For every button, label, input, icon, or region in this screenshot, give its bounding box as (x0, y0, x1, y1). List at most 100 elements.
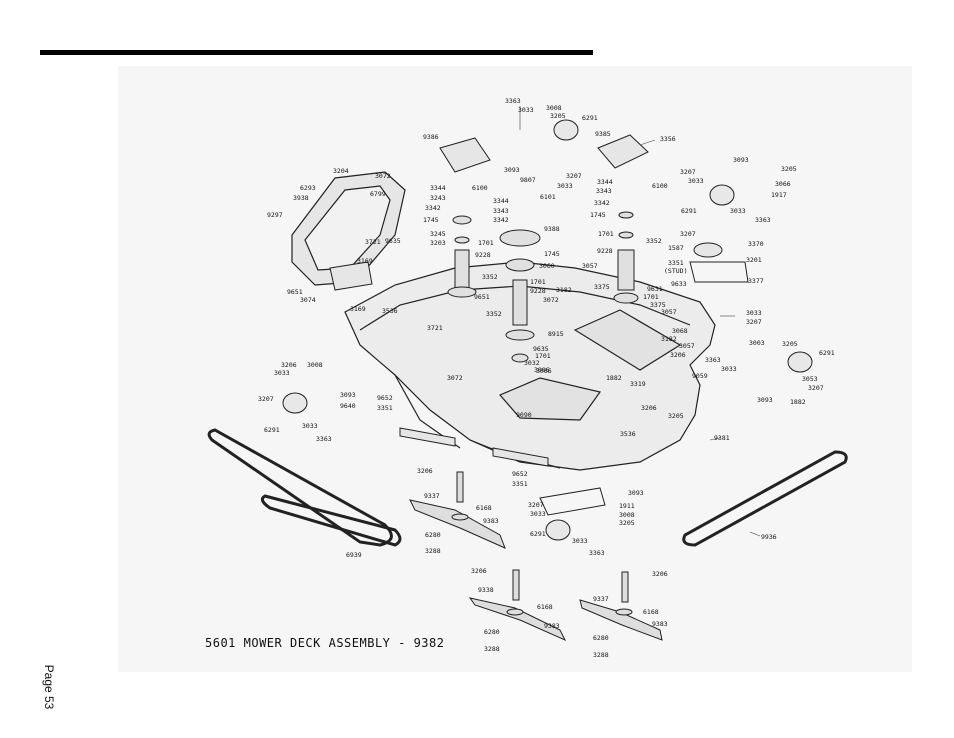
part-label: 1701 (598, 230, 614, 238)
part-label: 3245 (430, 230, 446, 238)
part-label: 3033 (274, 369, 290, 377)
part-label: 3074 (300, 296, 316, 304)
part-label: 3008 (546, 104, 562, 112)
part-label: 3207 (808, 384, 824, 392)
part-label: 1882 (606, 374, 622, 382)
part-label: 1745 (423, 216, 439, 224)
idler-pulley (689, 242, 749, 283)
gauge-wheels (282, 119, 813, 541)
part-label: 9228 (597, 247, 613, 255)
part-label: 3033 (302, 422, 318, 430)
part-label: 6291 (681, 207, 697, 215)
part-label: 3093 (628, 489, 644, 497)
part-label: 9635 (385, 237, 401, 245)
part-label: 6100 (652, 182, 668, 190)
part-label: 6293 (300, 184, 316, 192)
part-label: 1745 (590, 211, 606, 219)
part-label: 6939 (346, 551, 362, 559)
part-label: 3343 (493, 207, 509, 215)
part-label: 3008 (619, 511, 635, 519)
part-label: 3352 (646, 237, 662, 245)
part-label: 3057 (679, 342, 695, 350)
part-label: 3033 (518, 106, 534, 114)
part-label: 8915 (548, 330, 564, 338)
part-label: 3206 (670, 351, 686, 359)
part-label: 6168 (476, 504, 492, 512)
part-label: 6291 (530, 530, 546, 538)
part-label: 3006 (534, 366, 550, 374)
part-label: 3093 (504, 166, 520, 174)
discharge-chute (291, 171, 406, 286)
spindle-left (447, 215, 477, 298)
part-label: 6100 (472, 184, 488, 192)
part-label: 3207 (680, 230, 696, 238)
part-label: 6168 (643, 608, 659, 616)
spindle-covers (439, 134, 649, 173)
part-label: 3066 (536, 367, 552, 375)
part-label: 9228 (475, 251, 491, 259)
part-label: 9631 (647, 285, 663, 293)
part-label: 6291 (582, 114, 598, 122)
part-label: 3352 (486, 310, 502, 318)
part-label: 3375 (594, 283, 610, 291)
part-label: 3203 (430, 239, 446, 247)
part-label: 3344 (493, 197, 509, 205)
part-label: 3206 (471, 567, 487, 575)
part-label: 6291 (819, 349, 835, 357)
part-label: 1587 (668, 244, 684, 252)
part-label: 3352 (482, 273, 498, 281)
part-label: 9640 (340, 402, 356, 410)
part-label: 3288 (425, 547, 441, 555)
part-label: 3032 (524, 359, 540, 367)
part-label: 9386 (423, 133, 439, 141)
part-label: 9936 (761, 533, 777, 541)
spindle-right (613, 211, 639, 304)
part-label: 3169 (350, 305, 366, 313)
part-label: 3206 (417, 467, 433, 475)
part-label: 9633 (671, 280, 687, 288)
leader-lines (519, 106, 761, 537)
drive-belts (207, 428, 848, 547)
part-label: 9383 (652, 620, 668, 628)
part-label: 3068 (672, 327, 688, 335)
part-label: 3201 (746, 256, 762, 264)
part-label: 6101 (540, 193, 556, 201)
part-label: 3008 (307, 361, 323, 369)
part-label: 3536 (620, 430, 636, 438)
part-label: 3363 (755, 216, 771, 224)
part-label: 3207 (746, 318, 762, 326)
part-label: 3033 (530, 510, 546, 518)
part-label: 1745 (544, 250, 560, 258)
page-number: Page 53 (34, 664, 64, 710)
part-label: 3536 (382, 307, 398, 315)
part-label: 6291 (264, 426, 280, 434)
part-label: 3072 (375, 172, 391, 180)
header-rule (40, 50, 593, 55)
part-label: 3207 (566, 172, 582, 180)
part-label: 3356 (660, 135, 676, 143)
part-label: 9651 (287, 288, 303, 296)
part-label: 9807 (520, 176, 536, 184)
part-label: 9635 (533, 345, 549, 353)
deck-brackets (329, 261, 606, 516)
part-label: 3288 (484, 645, 500, 653)
part-label: 1917 (771, 191, 787, 199)
part-label: 3033 (730, 207, 746, 215)
part-label: 3721 (427, 324, 443, 332)
part-label: 3066 (775, 180, 791, 188)
part-label: 3093 (340, 391, 356, 399)
part-label: 9297 (267, 211, 283, 219)
part-label: (STUD) (664, 267, 687, 275)
part-label: 9337 (424, 492, 440, 500)
part-label: 3377 (748, 277, 764, 285)
part-label: 3363 (705, 356, 721, 364)
part-label: 3351 (512, 480, 528, 488)
part-label: 3344 (430, 184, 446, 192)
part-label: 3033 (688, 177, 704, 185)
part-label: 3344 (597, 178, 613, 186)
part-label: 3288 (593, 651, 609, 659)
part-label: 3072 (543, 296, 559, 304)
part-label: 9059 (692, 372, 708, 380)
part-label: 1701 (535, 352, 551, 360)
